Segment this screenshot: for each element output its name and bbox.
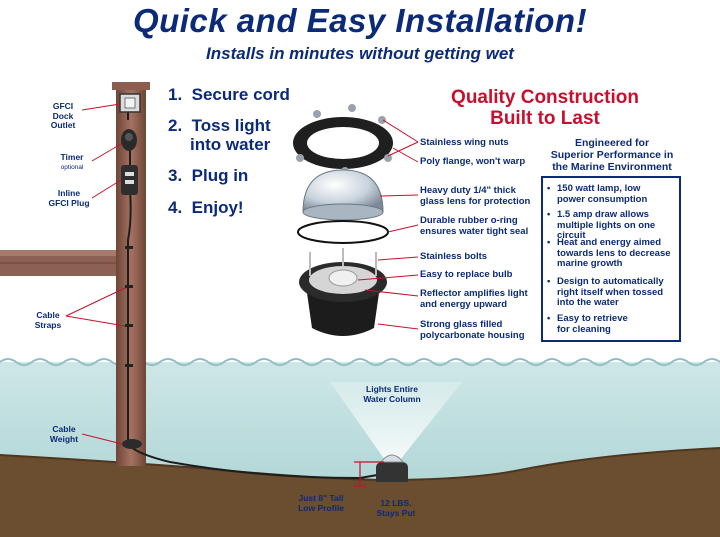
part-label-wing-nuts: Stainless wing nuts bbox=[420, 137, 509, 148]
page-subtitle: Installs in minutes without getting wet bbox=[206, 44, 514, 63]
dock-deck bbox=[0, 254, 118, 276]
cable-weight bbox=[122, 439, 142, 449]
housing bbox=[299, 248, 387, 336]
step-text: into water bbox=[190, 135, 271, 154]
quality-heading-line2: Built to Last bbox=[490, 108, 600, 129]
step-number: 2. bbox=[168, 116, 183, 135]
step-text: Enjoy! bbox=[191, 198, 244, 217]
engineered-heading: Engineered for Superior Performance in t… bbox=[542, 137, 682, 173]
light-beam bbox=[330, 382, 462, 470]
page-title: Quick and Easy Installation! bbox=[132, 2, 588, 39]
engineered-line: Superior Performance in bbox=[550, 149, 674, 161]
o-ring bbox=[297, 220, 389, 244]
step-number: 1. bbox=[168, 85, 183, 104]
step-text: Plug in bbox=[191, 166, 249, 185]
step-text: Secure cord bbox=[191, 85, 290, 104]
step-2: 2. Toss light into water bbox=[168, 116, 271, 154]
part-label-bulb: Easy to replace bulb bbox=[420, 269, 513, 280]
part-label-bolts: Stainless bolts bbox=[420, 251, 488, 262]
features-box bbox=[541, 176, 681, 342]
poly-flange bbox=[293, 117, 393, 169]
step-3: 3. Plug in bbox=[168, 166, 248, 185]
label-weight: 12 LBS.Stays Put bbox=[376, 498, 416, 518]
engineered-line: the Marine Environment bbox=[552, 161, 672, 173]
engineered-line: Engineered for bbox=[574, 137, 650, 149]
step-number: 3. bbox=[168, 166, 183, 185]
cable-straps bbox=[125, 246, 133, 367]
submerged-light bbox=[376, 454, 408, 482]
glass-lens bbox=[302, 169, 384, 221]
step-4: 4. Enjoy! bbox=[168, 198, 244, 217]
step-1: 1. Secure cord bbox=[168, 85, 290, 104]
leader-lines bbox=[65, 103, 419, 445]
lake-bottom bbox=[0, 448, 720, 537]
quality-heading-line1: Quality Construction bbox=[451, 87, 639, 108]
step-text: Toss light bbox=[191, 116, 271, 135]
step-number: 4. bbox=[168, 198, 183, 217]
part-label-flange: Poly flange, won't warp bbox=[420, 156, 526, 167]
